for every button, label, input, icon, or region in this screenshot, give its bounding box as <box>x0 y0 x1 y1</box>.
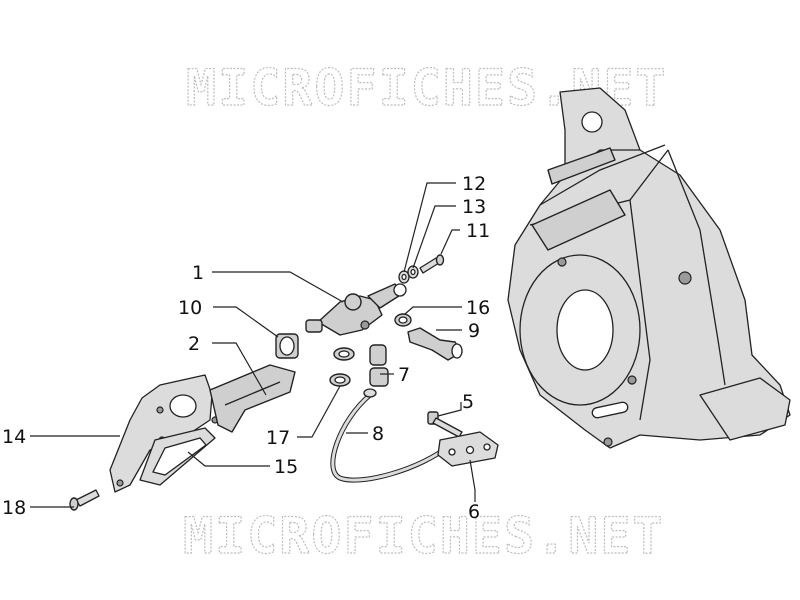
leader-lines <box>30 182 476 508</box>
screw-11 <box>419 254 445 274</box>
washers-12-13 <box>398 265 419 284</box>
callout-9: 9 <box>468 320 480 342</box>
valve-1 <box>305 283 407 336</box>
hose-9 <box>407 327 463 361</box>
screw-18 <box>69 489 100 511</box>
spacer-10 <box>275 333 299 359</box>
clamps-17 <box>329 347 355 387</box>
callout-2: 2 <box>188 333 200 355</box>
clamp-16 <box>394 313 412 327</box>
callout-numbers: 1 2 5 6 7 8 9 10 11 12 13 14 15 16 17 18 <box>2 173 490 523</box>
callout-14: 14 <box>2 426 26 448</box>
pipe-8 <box>330 388 452 483</box>
callout-5: 5 <box>462 391 474 413</box>
watermark-bottom: MICROFICHES.NET <box>183 507 665 565</box>
callout-7: 7 <box>398 364 410 386</box>
callout-12: 12 <box>462 173 486 195</box>
callout-13: 13 <box>462 196 486 218</box>
cover-opening <box>556 289 614 371</box>
callout-15: 15 <box>274 456 298 478</box>
bolt-5 <box>427 411 463 438</box>
gasket-15 <box>139 427 216 486</box>
flange-6 <box>437 431 499 467</box>
callout-10: 10 <box>178 297 202 319</box>
callout-18: 18 <box>2 497 26 519</box>
mount-hole <box>581 111 603 133</box>
engine-cover <box>507 87 791 449</box>
callout-11: 11 <box>466 220 490 242</box>
callout-17: 17 <box>266 427 290 449</box>
callout-16: 16 <box>466 297 490 319</box>
bracket-14 <box>109 374 219 493</box>
shield-2 <box>209 364 296 433</box>
callout-8: 8 <box>372 423 384 445</box>
callout-6: 6 <box>468 501 480 523</box>
union-7 <box>369 344 389 387</box>
callout-1: 1 <box>192 262 204 284</box>
